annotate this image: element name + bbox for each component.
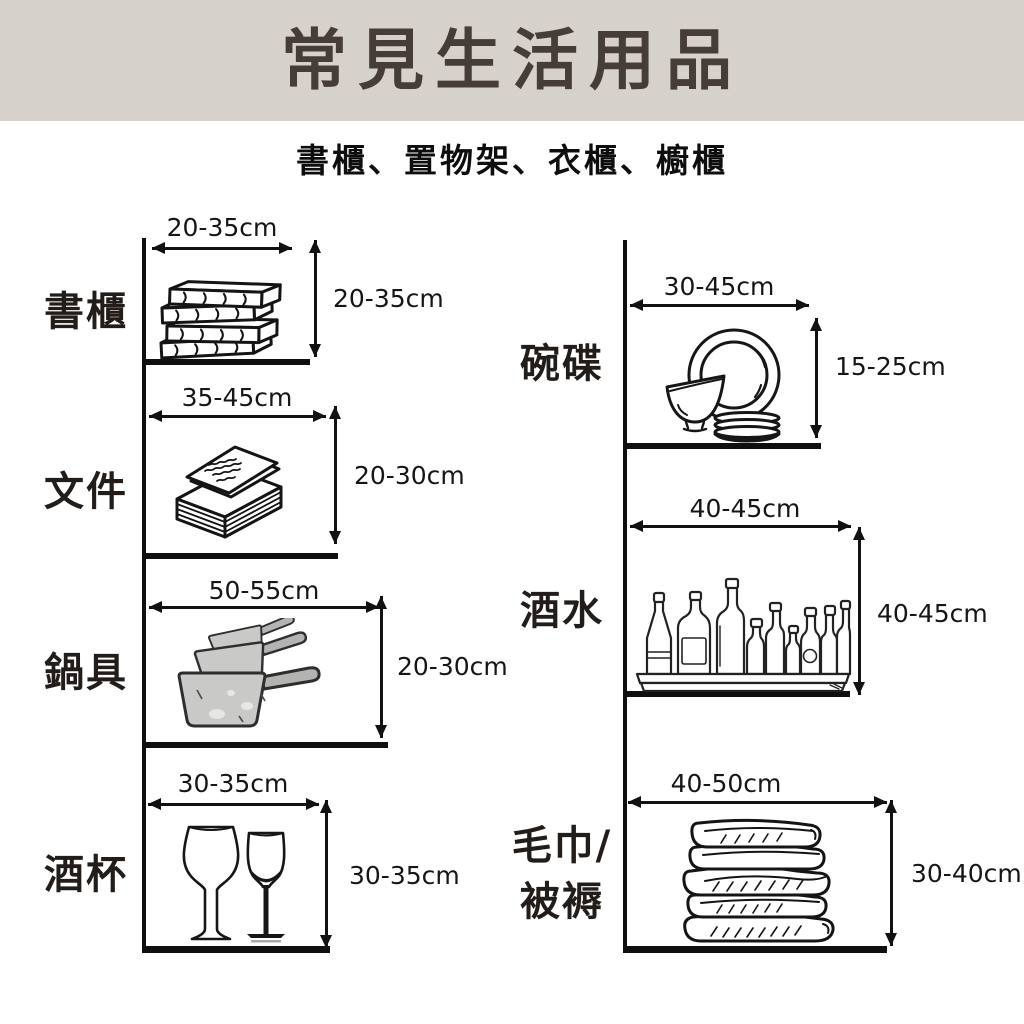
dishes-height-label: 15-25cm [835, 352, 946, 381]
bottle-row-icon [635, 577, 852, 693]
dishes-width-label: 30-45cm [663, 272, 775, 301]
documents-height-label: 20-30cm [354, 461, 465, 490]
wine-glasses-icon [182, 825, 286, 943]
towels-width-label: 40-50cm [670, 769, 782, 798]
towels-label-line2: 被褥 [520, 879, 604, 925]
shelf-board [623, 443, 821, 449]
dishes-height-arrow-icon [810, 318, 822, 438]
documents-width-label: 35-45cm [181, 383, 293, 412]
folded-towels-icon [682, 818, 835, 943]
page-title: 常見生活用品 [281, 21, 743, 99]
category-label-towels: 毛巾/ 被褥 [506, 818, 618, 930]
cookware-width-arrow-icon [149, 601, 379, 613]
category-label-drinks: 酒水 [520, 588, 604, 634]
shelf-board [142, 359, 310, 365]
drinks-height-label: 40-45cm [877, 599, 988, 628]
shelf-board [623, 946, 887, 953]
documents-height-arrow-icon [329, 406, 341, 544]
wine-glasses-width-arrow-icon [148, 798, 319, 810]
books-height-label: 20-35cm [333, 284, 444, 313]
wine-glasses-width-label: 30-35cm [177, 769, 289, 798]
wine-glasses-height-label: 30-35cm [349, 861, 460, 890]
shelf-board [142, 742, 388, 748]
books-width-label: 20-35cm [166, 213, 278, 242]
documents-width-arrow-icon [149, 410, 326, 422]
shelf-board [142, 553, 338, 559]
paper-stack-icon [175, 445, 283, 539]
books-height-arrow-icon [309, 240, 321, 357]
category-label-documents: 文件 [44, 469, 128, 515]
category-label-dishes: 碗碟 [520, 341, 604, 387]
cookware-width-label: 50-55cm [208, 576, 320, 605]
cookware-height-arrow-icon [375, 596, 387, 738]
category-label-books: 書櫃 [44, 289, 128, 335]
category-label-cookware: 鍋具 [44, 650, 128, 696]
saucepan-stack-icon [177, 618, 321, 728]
dishes-width-arrow-icon [630, 299, 809, 311]
category-label-wine-glasses: 酒杯 [44, 852, 128, 898]
drinks-height-arrow-icon [853, 527, 865, 695]
shelf-board [142, 946, 330, 953]
drinks-width-arrow-icon [630, 520, 851, 532]
towels-height-label: 30-40cm [911, 859, 1022, 888]
plate-and-bowl-icon [665, 328, 781, 443]
drinks-width-label: 40-45cm [689, 494, 801, 523]
cookware-height-label: 20-30cm [397, 652, 508, 681]
stacked-books-icon [159, 279, 282, 360]
towels-label-line1: 毛巾/ [511, 823, 613, 869]
towels-width-arrow-icon [628, 796, 887, 808]
shelf-board [623, 691, 850, 697]
towels-height-arrow-icon [885, 800, 897, 946]
title-banner: 常見生活用品 [0, 0, 1024, 121]
left-shelf-upright [142, 238, 146, 953]
page-subtitle: 書櫃、置物架、衣櫃、櫥櫃 [296, 141, 728, 180]
wine-glasses-height-arrow-icon [320, 800, 332, 948]
books-width-arrow-icon [152, 242, 292, 254]
right-shelf-upright [623, 240, 627, 953]
